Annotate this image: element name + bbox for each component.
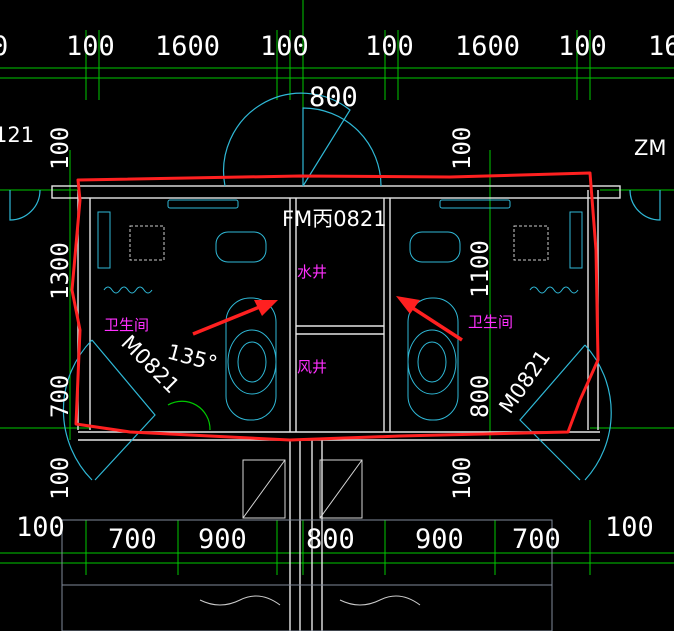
dim-bottom-5: 700 (512, 524, 561, 555)
walls (51, 185, 621, 631)
arrow-right (396, 296, 463, 342)
dim-top-1: 1600 (155, 31, 220, 62)
dim-left-2: 700 (46, 375, 74, 418)
dim-left-0: 100 (46, 127, 74, 170)
dimension-lines (0, 0, 674, 575)
dim-top-2: 100 (260, 31, 309, 62)
dim-right-3: 100 (448, 457, 476, 500)
dim-top-4: 1600 (455, 31, 520, 62)
label-zm-partial: ZM (634, 136, 667, 160)
dim-top-5: 100 (558, 31, 607, 62)
label-water-shaft: 水井 (297, 263, 327, 281)
dim-top-3: 100 (365, 31, 414, 62)
arrow-left (192, 300, 278, 336)
dim-top-partial-left: 0 (0, 31, 8, 62)
dim-right-2: 800 (466, 375, 494, 418)
dim-bottom-3: 800 (306, 524, 355, 555)
door-swings (9, 92, 661, 481)
dim-left-1: 1300 (46, 242, 74, 300)
dim-top-partial-right: 16 (648, 31, 674, 62)
label-door-code-right: M0821 (494, 345, 555, 417)
dim-right-1: 1100 (466, 240, 494, 298)
dim-top-0: 100 (66, 31, 115, 62)
highlight-outline (70, 171, 600, 442)
dim-bottom-4: 900 (415, 524, 464, 555)
dim-door-width: 800 (309, 82, 358, 113)
label-wc-right: 卫生间 (468, 313, 513, 331)
dim-left-partial: 121 (0, 123, 34, 147)
label-door-code-top: FM丙0821 (282, 207, 387, 231)
lower-rooms (61, 519, 553, 631)
label-air-shaft: 风井 (297, 358, 327, 376)
label-wc-left: 卫生间 (104, 316, 149, 334)
dim-left-3: 100 (46, 457, 74, 500)
dim-bottom-1: 700 (108, 524, 157, 555)
dim-bottom-2: 900 (198, 524, 247, 555)
dim-right-0: 100 (448, 127, 476, 170)
dim-bottom-6: 100 (605, 512, 654, 543)
dim-bottom-0: 100 (16, 512, 65, 543)
fixtures (97, 199, 583, 421)
